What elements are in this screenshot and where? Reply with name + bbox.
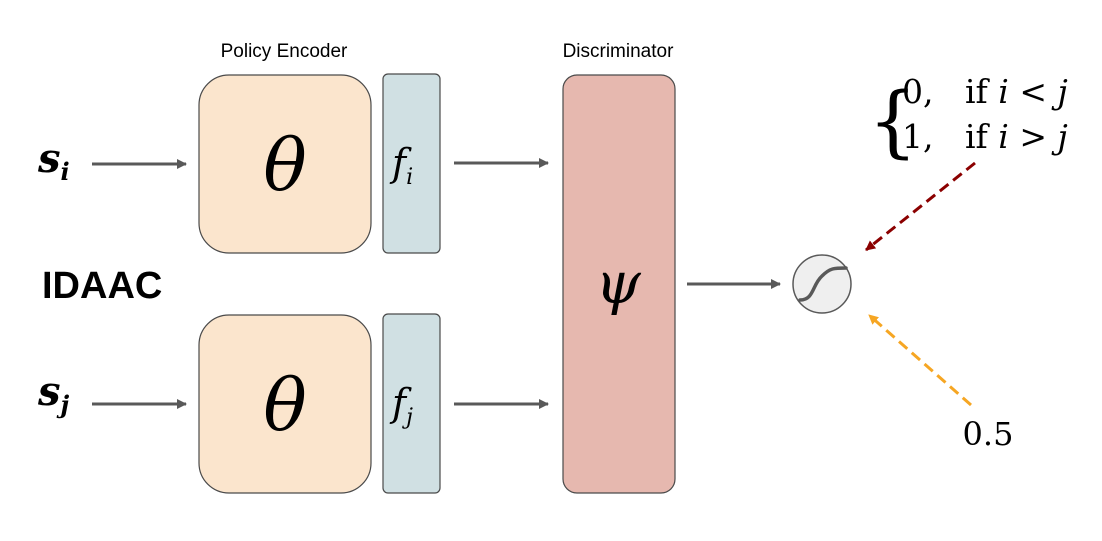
input-sj-subscript: j — [57, 390, 70, 419]
target-1-value: 0, — [902, 72, 934, 111]
feature-fi-subscript: i — [406, 165, 413, 190]
target-1-lhs: i — [998, 72, 1009, 111]
encoder-bottom-theta: θ — [263, 363, 306, 447]
discriminator-label: Discriminator — [563, 41, 675, 62]
feature-top-box — [382, 73, 441, 254]
discriminator-psi: ψ — [595, 249, 641, 317]
target-1-op: < — [1009, 72, 1058, 111]
target-2-lhs: i — [998, 117, 1009, 156]
input-si-subscript: i — [61, 157, 70, 186]
encoder-bottom-box — [198, 314, 372, 494]
feature-bottom-box — [382, 313, 441, 494]
target-brace: { — [868, 77, 918, 167]
policy-encoder-label: Policy Encoder — [221, 41, 348, 62]
arrow-target-to-sigmoid — [865, 161, 976, 252]
input-si-label: si — [37, 135, 70, 186]
target-2-value: 1, — [902, 117, 934, 156]
discriminator-box — [562, 74, 676, 494]
encoder-top-theta: θ — [263, 123, 306, 207]
baseline-value: 0.5 — [963, 415, 1014, 453]
target-line-2: 1,if i > j — [902, 117, 1068, 156]
arrow-baseline-to-sigmoid — [868, 313, 972, 407]
input-sj-label: sj — [37, 368, 70, 419]
target-line-1: 0,if i < j — [902, 72, 1068, 111]
target-2-op: > — [1009, 117, 1058, 156]
encoder-top-box — [198, 74, 372, 254]
idaac-title: IDAAC — [42, 265, 162, 307]
input-si-symbol: s — [37, 135, 61, 182]
sigmoid-icon — [792, 254, 852, 314]
input-sj-symbol: s — [37, 368, 61, 415]
target-2-cond: if — [965, 117, 998, 156]
target-1-cond: if — [965, 72, 998, 111]
